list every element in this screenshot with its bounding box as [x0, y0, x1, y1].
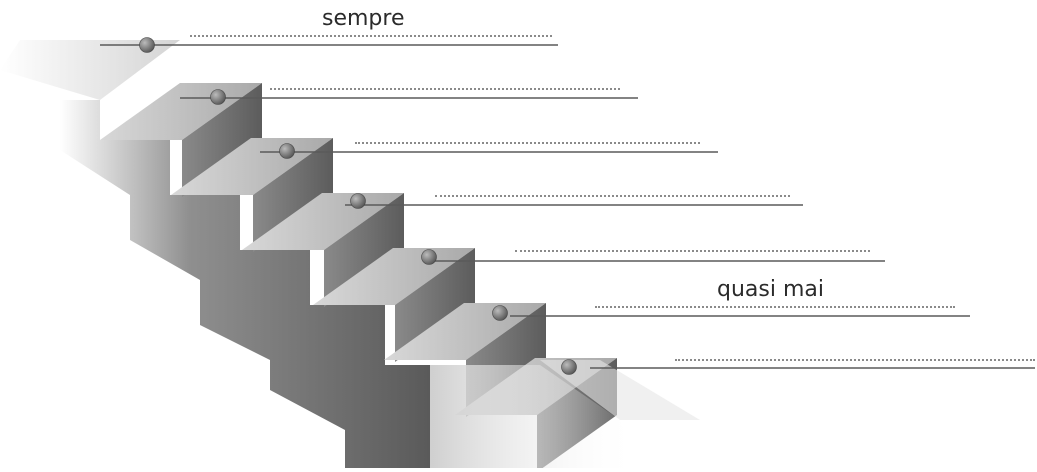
step-riser	[395, 248, 475, 362]
step-marker-dot	[492, 305, 508, 321]
step-label: sempre	[322, 6, 405, 31]
step-marker-dot	[421, 249, 437, 265]
step-riser	[253, 138, 333, 252]
step-marker-dot	[279, 143, 295, 159]
answer-dotted-line[interactable]	[515, 250, 870, 252]
answer-dotted-line[interactable]	[675, 359, 1035, 361]
step-riser	[182, 83, 262, 197]
answer-dotted-line[interactable]	[270, 88, 620, 90]
step-marker-dot	[139, 37, 155, 53]
step-tread	[242, 193, 404, 250]
step-riser	[324, 193, 404, 307]
top-landing	[0, 40, 180, 100]
step-label: quasi mai	[717, 277, 824, 302]
left-ground	[0, 60, 345, 468]
stair-side-wall	[60, 100, 430, 468]
answer-dotted-line[interactable]	[435, 195, 790, 197]
answer-dotted-line[interactable]	[355, 142, 700, 144]
bottom-floor-shade	[540, 360, 700, 420]
step-marker-dot	[350, 193, 366, 209]
answer-dotted-line[interactable]	[595, 306, 955, 308]
step-marker-dot	[561, 359, 577, 375]
step-marker-dot	[210, 89, 226, 105]
answer-dotted-line[interactable]	[190, 35, 552, 37]
bottom-floor	[430, 365, 640, 468]
